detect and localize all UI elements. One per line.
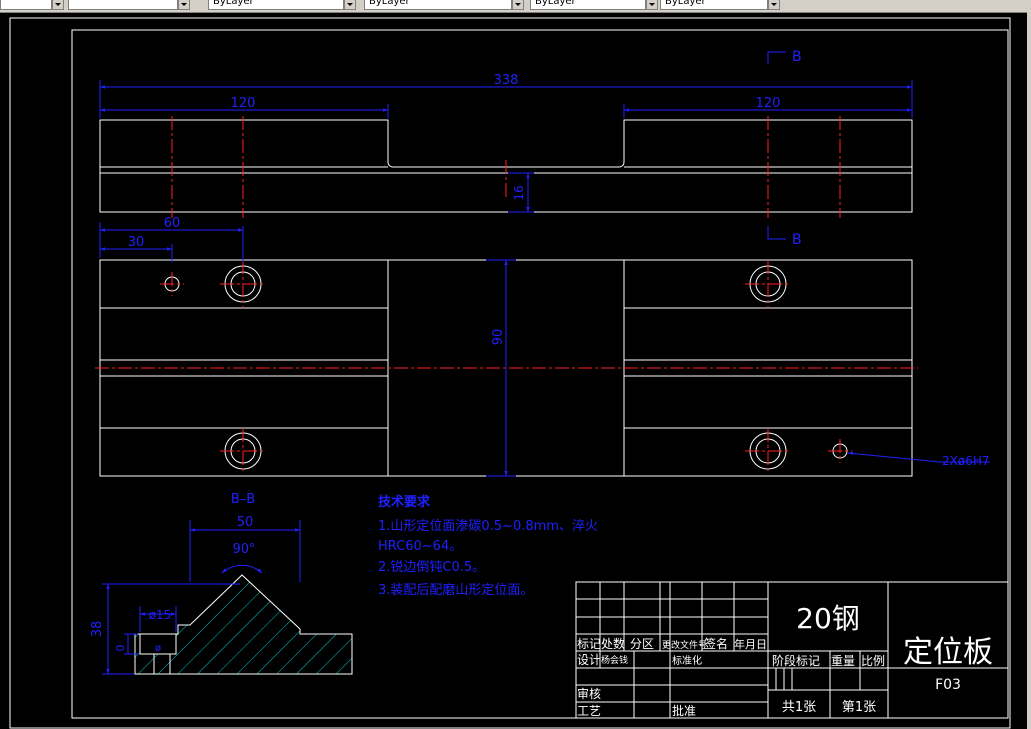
layer-combo[interactable] bbox=[68, 0, 178, 10]
tb-sheet-no: 第1张 bbox=[842, 700, 876, 715]
dim-width-90: 90 bbox=[491, 329, 506, 346]
part-number-label: F03 bbox=[935, 677, 961, 693]
tb-review: 审核 bbox=[577, 686, 601, 701]
tech-req-line: HRC60~64。 bbox=[378, 539, 462, 554]
section-dim-small: 0 bbox=[114, 645, 127, 652]
tb-weight: 重量 bbox=[831, 654, 855, 668]
dropdown-arrow-icon[interactable] bbox=[768, 0, 780, 10]
dropdown-arrow-icon[interactable] bbox=[512, 0, 524, 10]
tb-stage: 阶段标记 bbox=[772, 653, 820, 668]
dim-left-length: 120 bbox=[231, 96, 256, 111]
tb-change: 更改文件号 bbox=[662, 639, 707, 651]
property-toolbar: ByLayer ByLayer ByLayer ByLayer bbox=[0, 0, 1031, 13]
linetype-combo[interactable] bbox=[0, 0, 52, 10]
tb-mark: 标记 bbox=[577, 637, 601, 651]
linetype-by-layer-combo[interactable]: ByLayer bbox=[364, 0, 512, 10]
section-title: B–B bbox=[231, 492, 255, 507]
color-combo[interactable]: ByLayer bbox=[208, 0, 344, 10]
part-name-label: 定位板 bbox=[903, 635, 993, 670]
tb-standard: 标准化 bbox=[672, 654, 702, 667]
dim-pin-holes: 2Xø6H7 bbox=[942, 454, 990, 468]
section-dim-bore: ø15 bbox=[149, 608, 172, 622]
tech-req-line: 1.山形定位面渗碳0.5~0.8mm、淬火 bbox=[378, 519, 598, 534]
dimension-lines bbox=[99, 80, 913, 213]
tech-req-line: 3.装配后配磨山形定位面。 bbox=[378, 583, 533, 598]
tb-design-sign: 杨会钱 bbox=[601, 654, 628, 666]
tb-approve: 批准 bbox=[672, 703, 696, 718]
tb-design: 设计 bbox=[577, 653, 601, 667]
dropdown-arrow-icon[interactable] bbox=[52, 0, 64, 10]
dim-thickness: 16 bbox=[512, 185, 526, 200]
plan-dimensions bbox=[99, 222, 990, 477]
section-dimensions bbox=[102, 520, 301, 675]
dim-hole-30: 30 bbox=[128, 235, 145, 250]
section-dim-50: 50 bbox=[237, 515, 254, 530]
dropdown-arrow-icon[interactable] bbox=[344, 0, 356, 10]
outer-frame bbox=[9, 17, 1011, 729]
tb-sign: 签名 bbox=[704, 636, 728, 651]
section-view bbox=[134, 574, 353, 675]
tb-scale: 比例 bbox=[861, 654, 885, 668]
tb-date: 年月日 bbox=[734, 637, 767, 651]
dropdown-arrow-icon[interactable] bbox=[646, 0, 658, 10]
dim-hole-60: 60 bbox=[164, 216, 181, 231]
plotstyle-combo[interactable]: ByLayer bbox=[660, 0, 768, 10]
tech-req-line: 2.锐边倒钝C0.5。 bbox=[378, 560, 485, 575]
section-dim-38: 38 bbox=[90, 621, 105, 638]
lineweight-combo[interactable]: ByLayer bbox=[530, 0, 646, 10]
section-dim-small2: ø bbox=[155, 643, 161, 654]
title-block bbox=[575, 581, 1009, 719]
material-label: 20钢 bbox=[796, 602, 860, 635]
window-edge bbox=[1027, 12, 1031, 729]
tech-req-title: 技术要求 bbox=[378, 494, 431, 510]
tb-zone: 分区 bbox=[630, 637, 654, 651]
section-dim-angle: 90° bbox=[232, 542, 255, 557]
dropdown-arrow-icon[interactable] bbox=[178, 0, 190, 10]
tb-count: 处数 bbox=[601, 636, 625, 651]
dim-right-length: 120 bbox=[756, 96, 781, 111]
plan-centerlines bbox=[95, 260, 918, 474]
front-centerlines bbox=[171, 116, 841, 218]
section-mark-label-top: B bbox=[792, 49, 802, 65]
drawing-border bbox=[71, 29, 1009, 719]
dim-overall-length: 338 bbox=[494, 73, 519, 88]
section-mark-bottom bbox=[767, 226, 786, 240]
section-mark-top bbox=[767, 51, 786, 64]
tb-process: 工艺 bbox=[577, 704, 601, 718]
tb-total-sheets: 共1张 bbox=[782, 700, 816, 715]
section-mark-label-bottom: B bbox=[792, 232, 802, 248]
